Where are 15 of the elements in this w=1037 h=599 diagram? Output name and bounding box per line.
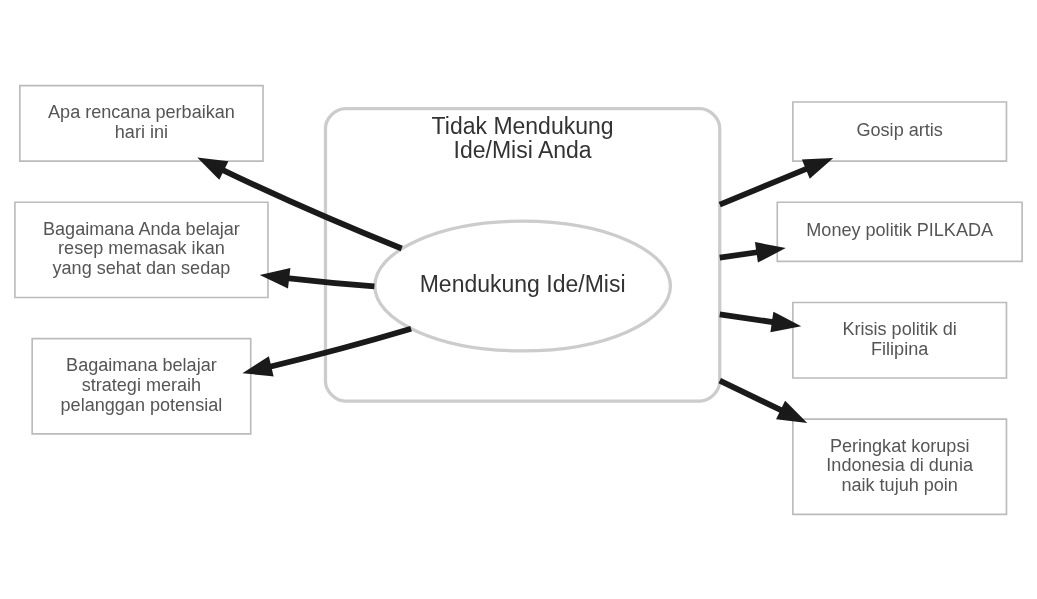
node-box: Bagaimana belajar strategi meraih pelanggan potensial <box>31 337 252 435</box>
arrow <box>242 325 412 376</box>
arrow <box>719 241 786 263</box>
node-box: Peringkat korupsi Indonesia di dunia naik tujuh poin <box>792 417 1008 515</box>
arrow <box>718 157 834 207</box>
node-box: Gosip artis <box>792 100 1008 162</box>
arrow <box>718 377 808 423</box>
node-box: Money politik PILKADA <box>776 200 1023 262</box>
arrow <box>197 157 403 251</box>
node-ellipse: Mendukung Ide/Misi <box>373 219 673 353</box>
node-box: Krisis politik di Filipina <box>792 301 1008 379</box>
node-box: Bagaimana Anda belajar resep memasak ikan yang sehat dan sedap <box>14 200 269 298</box>
node-box: Apa rencana perbaikan hari ini <box>19 84 264 162</box>
arrow <box>719 311 802 332</box>
arrow <box>259 267 375 289</box>
